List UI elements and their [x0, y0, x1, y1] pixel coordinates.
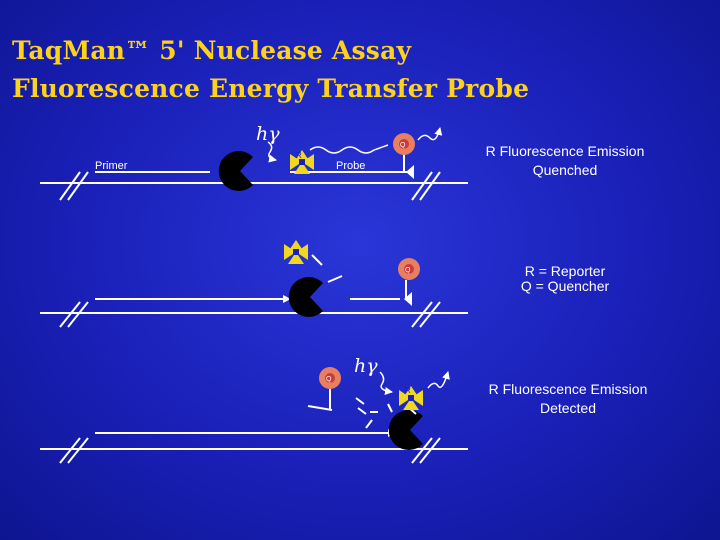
note-quenched-line1: R Fluorescence Emission [485, 143, 645, 159]
probe-end [406, 165, 414, 179]
title-line-2: Fluorescence Energy Transfer Probe [12, 74, 530, 103]
photon-out-icon [417, 127, 443, 141]
polymerase-icon [288, 277, 323, 317]
stage-2: Q [40, 240, 468, 328]
quencher-icon [319, 367, 341, 389]
probe-fragment [327, 275, 343, 283]
quencher-letter: Q [326, 376, 332, 383]
polymerase-icon [218, 151, 253, 191]
stage-1: Primer Probe R Q hγ [40, 123, 468, 201]
probe-label: Probe [336, 160, 365, 172]
photon-in-icon [267, 141, 277, 163]
stage-3: Q R hγ [40, 355, 468, 464]
note-quenched: R Fluorescence Emission Quenched [455, 142, 675, 180]
reporter-icon [399, 386, 423, 410]
quencher-icon [398, 258, 420, 280]
note-detected: R Fluorescence Emission Detected [458, 380, 678, 418]
break-icon [59, 437, 441, 464]
break-icon [59, 171, 441, 201]
legend: R = Reporter Q = Quencher [500, 264, 630, 294]
quencher-letter: Q [400, 142, 406, 149]
reporter-letter: R [405, 386, 411, 395]
legend-reporter: R = Reporter [524, 263, 606, 279]
cut-fragments [355, 397, 393, 429]
quencher-letter: Q [405, 267, 411, 274]
title-line-1: TaqMan™ 5' Nuclease Assay [12, 36, 412, 65]
note-quenched-line2: Quenched [532, 162, 598, 178]
photon-label-bottom: hγ [354, 355, 378, 377]
primer-label: Primer [95, 160, 128, 172]
polymerase-icon [388, 410, 423, 450]
quencher-icon [393, 133, 415, 155]
reporter-icon [284, 240, 308, 264]
note-detected-line1: R Fluorescence Emission [488, 381, 648, 397]
reporter-icon [290, 150, 314, 174]
photon-label-top: hγ [256, 123, 280, 145]
photon-out-icon [427, 371, 450, 389]
reporter-letter: R [296, 151, 302, 160]
energy-transfer-wave [309, 144, 389, 154]
legend-quencher: Q = Quencher [520, 278, 610, 294]
break-icon [59, 301, 441, 328]
note-detected-line2: Detected [539, 400, 597, 416]
photon-in-icon [379, 371, 393, 395]
